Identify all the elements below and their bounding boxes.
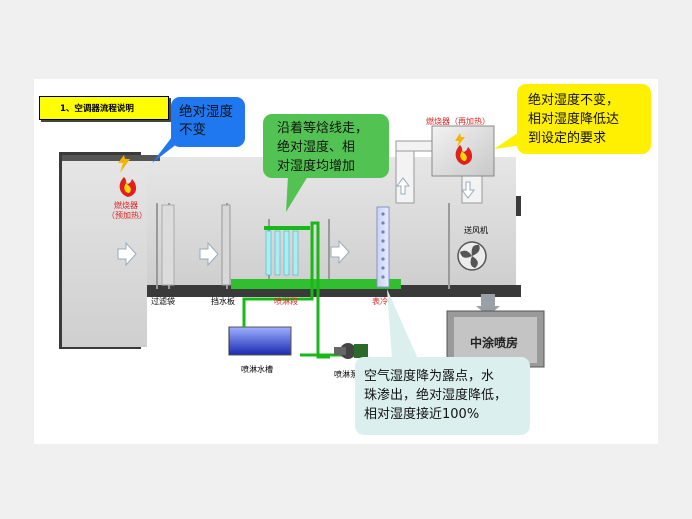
callout-isenthalpic: 沿着等焓线走， 绝对湿度、相 对湿度均增加 — [263, 114, 389, 178]
airflow-arrows — [117, 177, 475, 267]
filter-bag — [161, 204, 175, 286]
slide: 1、空调器流程说明 — [34, 79, 658, 444]
callout-pointer — [152, 137, 186, 163]
pump-icon — [334, 343, 368, 359]
reheat-burner-box — [431, 125, 495, 177]
cooler-coil — [376, 206, 390, 288]
callout-absolute-humidity-text: 绝对湿度 不变 — [179, 104, 233, 138]
burner-preheat-sub-label: （预加热） — [107, 211, 147, 220]
callout-cooler-text: 空气湿度降为露点，水 珠渗出，绝对湿度降低， 相对湿度接近100% — [364, 369, 508, 422]
callout-reheat: 绝对湿度不变， 相对湿度降低达 到设定的要求 — [517, 84, 651, 154]
flame-icon — [118, 155, 137, 197]
spray-section-label: 喷淋段 — [274, 297, 298, 306]
filter-label: 过滤袋 — [151, 297, 175, 306]
cooler-label: 表冷 — [372, 297, 388, 306]
tank-label: 喷淋水槽 — [241, 365, 273, 374]
pump-label: 喷淋泵 — [334, 370, 358, 379]
eliminator-label: 挡水板 — [211, 297, 235, 306]
callout-reheat-text: 绝对湿度不变， 相对湿度降低达 到设定的要求 — [528, 93, 620, 146]
burner-reheat-label: 燃烧器（再加热） — [426, 117, 490, 126]
title-text: 1、空调器流程说明 — [60, 104, 134, 114]
callout-pointer — [286, 176, 308, 212]
burner-preheat-label: 燃烧器 — [114, 201, 138, 210]
callout-pointer — [494, 129, 524, 149]
fan-label: 送风机 — [464, 226, 488, 235]
flame-icon — [455, 133, 473, 165]
spray-tank — [228, 326, 292, 356]
callout-cooler: 空气湿度降为露点，水 珠渗出，绝对湿度降低， 相对湿度接近100% — [355, 357, 530, 435]
title-box: 1、空调器流程说明 — [39, 96, 169, 120]
spray-section-floor — [231, 279, 401, 289]
booth-label: 中涂喷房 — [470, 336, 519, 350]
spray-nozzles — [264, 226, 310, 276]
callout-isenthalpic-text: 沿着等焓线走， 绝对湿度、相 对湿度均增加 — [277, 121, 369, 174]
callout-pointer — [387, 289, 418, 359]
fan-icon — [457, 241, 487, 271]
water-eliminator — [221, 204, 231, 286]
